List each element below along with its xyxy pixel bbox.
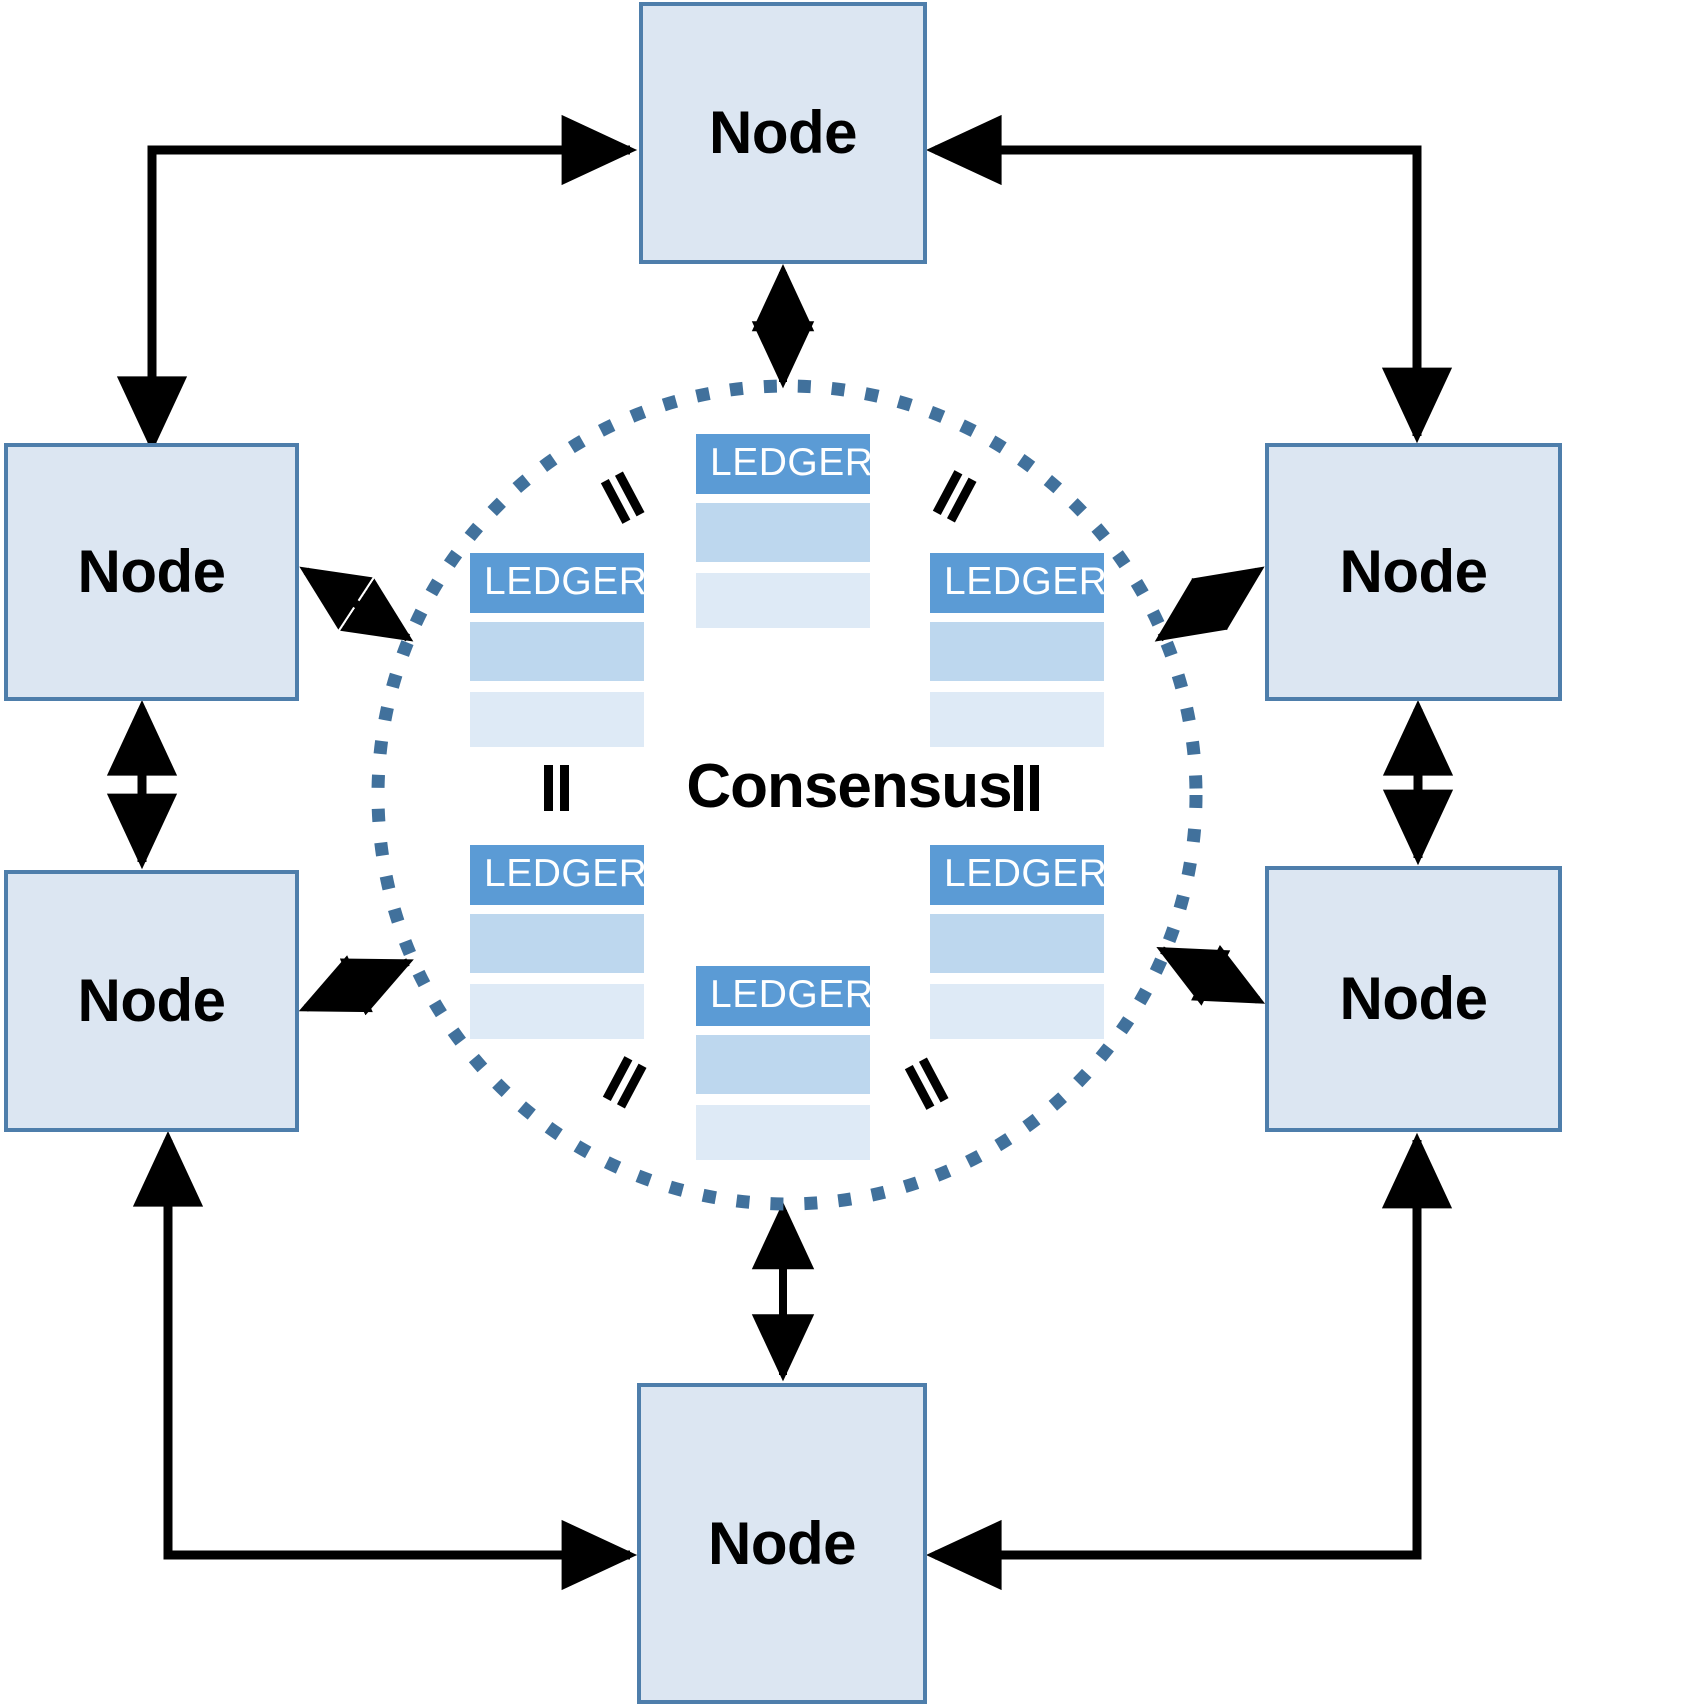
conn-left-upper-to-consensus xyxy=(299,566,414,642)
node-label: Node xyxy=(709,99,858,166)
conn-left-lower-to-consensus xyxy=(298,955,414,1016)
ledger-right-upper[interactable]: LEDGER xyxy=(930,553,1107,747)
ledger-header: LEDGER xyxy=(930,845,1107,905)
ledger-row-1 xyxy=(696,1035,870,1094)
ledger-row-2 xyxy=(470,984,644,1039)
conn-elbow-top-right xyxy=(926,114,1453,444)
ledger-row-2 xyxy=(930,692,1104,747)
node-left-lower[interactable]: Node xyxy=(4,870,299,1132)
ledger-row-1 xyxy=(470,622,644,681)
consensus-circle xyxy=(371,379,1203,1211)
conn-elbow-bottom-left xyxy=(132,1131,638,1591)
equals-icon-middle-left xyxy=(538,765,578,811)
ledger-row-2 xyxy=(470,692,644,747)
ledger-header: LEDGER xyxy=(470,553,647,613)
node-label: Node xyxy=(1339,538,1489,605)
conn-elbow-top-left xyxy=(116,114,638,452)
ledger-header: LEDGER xyxy=(696,434,873,494)
ledger-header: LEDGER xyxy=(930,553,1107,613)
ledger-row-2 xyxy=(696,1105,870,1160)
ledger-left-upper[interactable]: LEDGER xyxy=(470,553,647,747)
conn-elbow-bottom-right xyxy=(926,1132,1453,1591)
node-right-upper[interactable]: Node xyxy=(1265,443,1562,701)
consensus-label: Consensus xyxy=(686,752,1012,821)
ledger-row-2 xyxy=(696,573,870,628)
node-label: Node xyxy=(77,538,227,605)
ledger-top-center[interactable]: LEDGER xyxy=(696,434,873,628)
node-right-lower[interactable]: Node xyxy=(1265,866,1562,1132)
ledger-row-1 xyxy=(930,914,1104,973)
ledger-right-lower[interactable]: LEDGER xyxy=(930,845,1107,1039)
ledger-row-1 xyxy=(696,503,870,562)
ledger-row-1 xyxy=(470,914,644,973)
ledger-row-1 xyxy=(930,622,1104,681)
ledger-header: LEDGER xyxy=(470,845,647,905)
ledger-row-2 xyxy=(930,984,1104,1039)
ledger-header: LEDGER xyxy=(696,966,873,1026)
node-bottom[interactable]: Node xyxy=(637,1383,927,1704)
ledger-left-lower[interactable]: LEDGER xyxy=(470,845,647,1039)
node-left-upper[interactable]: Node xyxy=(4,443,299,701)
conn-right-lower-to-consensus xyxy=(1156,944,1266,1006)
node-top[interactable]: Node xyxy=(639,2,927,264)
node-label: Node xyxy=(708,1509,857,1577)
ledger-bottom-center[interactable]: LEDGER xyxy=(696,966,873,1160)
equals-icon-middle-right xyxy=(1008,765,1048,811)
conn-right-upper-to-consensus xyxy=(1154,566,1265,642)
node-label: Node xyxy=(1339,965,1489,1032)
node-label: Node xyxy=(77,967,227,1034)
